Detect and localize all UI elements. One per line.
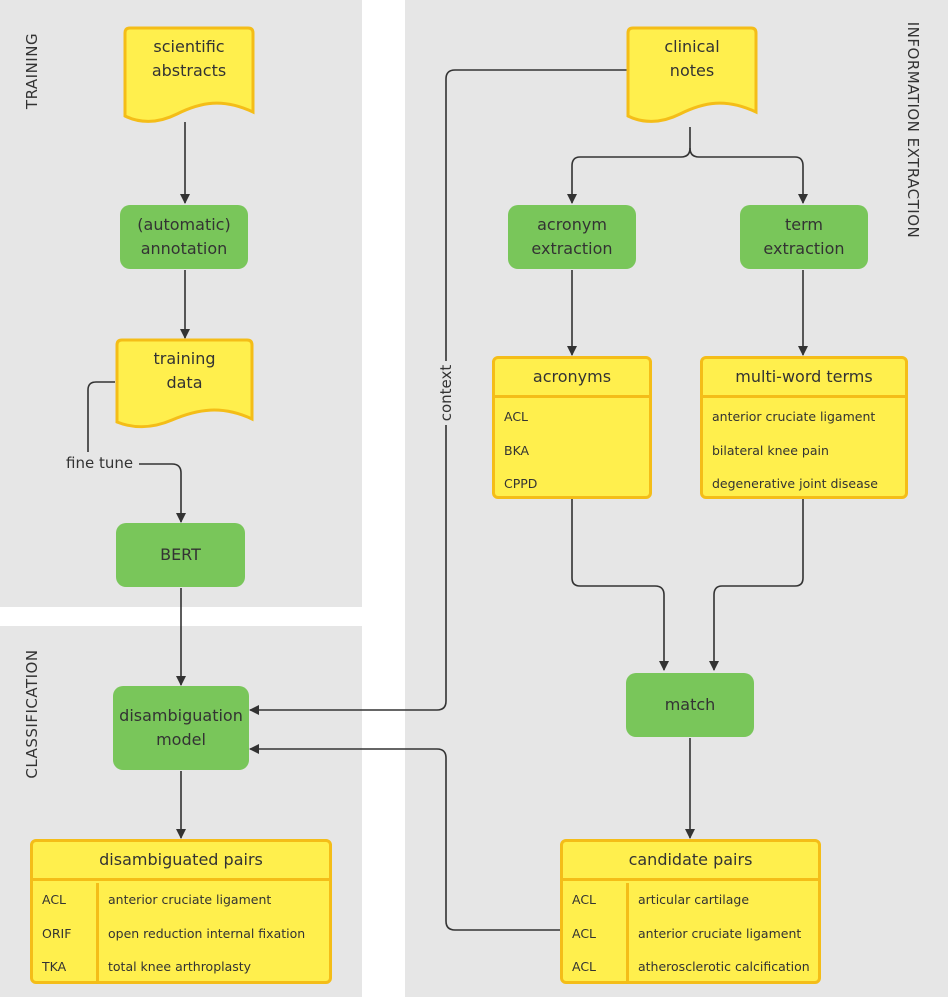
document-shape-icon — [123, 26, 255, 123]
pair-expansion: open reduction internal fixation — [108, 925, 306, 941]
acronyms-table-title: acronyms — [495, 359, 649, 398]
candidate-pairs-table: candidate pairs ACL articular cartilage … — [560, 839, 821, 984]
table-row: ACL anterior cruciate ligament — [563, 916, 818, 950]
document-line: scientific — [153, 37, 225, 56]
process-line: annotation — [140, 239, 228, 258]
edge-acronyms-to-match — [571, 498, 669, 671]
multi-word-terms-table-title: multi-word terms — [703, 359, 905, 398]
acronym-extraction-process: acronym extraction — [508, 205, 636, 269]
pair-expansion: total knee arthroplasty — [108, 959, 252, 974]
document-line: clinical — [664, 37, 720, 56]
disambiguated-pairs-table: disambiguated pairs ACL anterior cruciat… — [30, 839, 332, 984]
process-line: term — [785, 215, 823, 234]
bert-process: BERT — [116, 523, 245, 587]
context-label: context — [436, 361, 456, 425]
process-line: model — [156, 730, 206, 749]
acronym-item: BKA — [504, 442, 530, 458]
pair-expansion: atherosclerotic calcification — [638, 959, 810, 974]
table-row: ACL anterior cruciate ligament — [33, 883, 329, 917]
document-shape-icon — [115, 338, 254, 429]
table-row: TKA total knee arthroplasty — [33, 950, 329, 984]
term-item: anterior cruciate ligament — [712, 409, 876, 424]
pair-acronym: TKA — [33, 950, 99, 984]
edge-fine-tune — [87, 381, 181, 522]
process-line: acronym — [537, 215, 607, 234]
pair-expansion: anterior cruciate ligament — [108, 892, 272, 907]
annotation-process: (automatic) annotation — [120, 205, 248, 269]
process-line: disambiguation — [119, 706, 243, 725]
match-process: match — [626, 673, 754, 737]
acronyms-table: acronyms ACL BKA CPPD — [492, 356, 652, 499]
pair-acronym: ACL — [563, 916, 629, 950]
acronym-item: ACL — [504, 409, 529, 424]
disambiguation-model-process: disambiguation model — [113, 686, 249, 770]
edge-terms-to-match — [709, 498, 804, 671]
candidate-pairs-title: candidate pairs — [563, 842, 818, 881]
document-line: data — [166, 373, 203, 392]
table-row: ACL atherosclerotic calcification — [563, 950, 818, 984]
pair-acronym: ACL — [563, 950, 629, 984]
acronym-item: CPPD — [504, 476, 538, 491]
document-line: training — [153, 349, 216, 368]
process-line: (automatic) — [137, 215, 231, 234]
scientific-abstracts-document: scientific abstracts — [123, 26, 255, 126]
document-line: abstracts — [151, 61, 227, 80]
term-item: bilateral knee pain — [712, 442, 829, 458]
process-line: BERT — [160, 545, 201, 564]
table-row: ACL articular cartilage — [563, 883, 818, 917]
fine-tune-label: fine tune — [64, 452, 136, 474]
process-line: match — [664, 695, 716, 714]
term-extraction-process: term extraction — [740, 205, 868, 269]
edge-candidates-feedback — [249, 744, 563, 931]
process-line: extraction — [763, 239, 845, 258]
clinical-notes-document: clinical notes — [626, 26, 758, 126]
term-item: degenerative joint disease — [712, 476, 878, 491]
pair-acronym: ACL — [33, 883, 99, 917]
edge-notes-split — [567, 127, 691, 204]
pair-acronym: ORIF — [33, 916, 99, 950]
process-line: extraction — [531, 239, 613, 258]
pair-expansion: articular cartilage — [638, 892, 750, 907]
document-shape-icon — [626, 26, 758, 123]
pair-expansion: anterior cruciate ligament — [638, 925, 802, 941]
edge-notes-to-term — [689, 147, 808, 204]
pair-acronym: ACL — [563, 883, 629, 917]
document-line: notes — [669, 61, 715, 80]
table-row: ORIF open reduction internal fixation — [33, 916, 329, 950]
disambiguated-pairs-title: disambiguated pairs — [33, 842, 329, 881]
multi-word-terms-table: multi-word terms anterior cruciate ligam… — [700, 356, 908, 499]
training-data-document: training data — [115, 338, 254, 431]
